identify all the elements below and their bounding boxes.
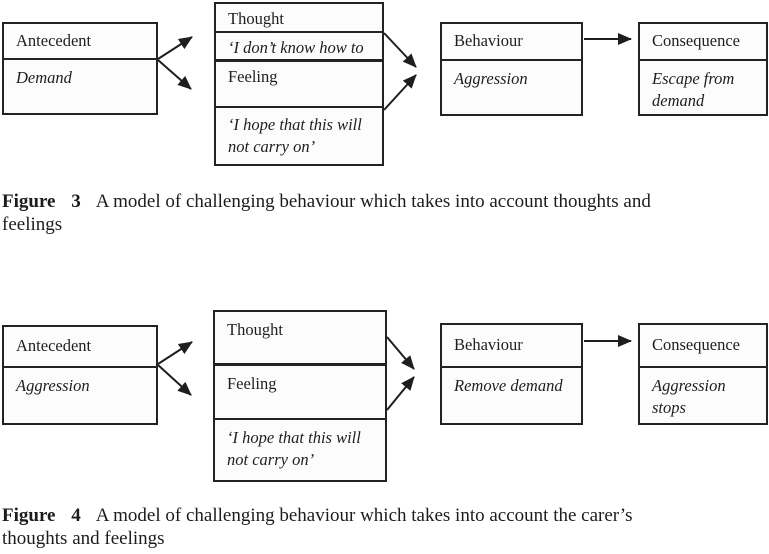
- fig4-caption-label: Figure 4: [2, 505, 81, 526]
- fig3-feeling-label: Feeling: [216, 62, 382, 108]
- fig4-antecedent-box: Antecedent Aggression: [2, 325, 158, 425]
- fig4-thought-feeling-box: Thought Feeling ‘I hope that this will n…: [213, 310, 387, 482]
- fig3-antecedent-value: Demand: [16, 68, 72, 87]
- fig4-caption: Figure 4 A model of challenging behaviour…: [2, 504, 768, 550]
- fig3-consequence-value: Escape from demand: [652, 69, 735, 110]
- fig3-behaviour-box: Behaviour Aggression: [440, 22, 583, 116]
- fig4-behaviour-box: Behaviour Remove demand: [440, 323, 583, 425]
- fig4-caption-line1: A model of challenging behaviour which t…: [95, 505, 633, 526]
- fig3-arrow-feeling-to-behaviour: [383, 74, 417, 111]
- fig3-arrow-antecedent-to-feeling: [157, 59, 192, 90]
- fig4-arrow-antecedent-to-feeling: [157, 364, 192, 396]
- fig4-consequence-header: Consequence: [640, 325, 766, 368]
- fig4-thought-label: Thought: [215, 312, 385, 366]
- fig4-behaviour-value: Remove demand: [454, 376, 563, 395]
- fig3-caption-label: Figure 3: [2, 191, 81, 212]
- fig3-caption-line2: feelings: [2, 214, 63, 235]
- fig3-feeling-quote: ‘I hope that this will not carry on’: [228, 115, 362, 156]
- fig3-caption: Figure 3 A model of challenging behaviour…: [2, 190, 768, 236]
- fig3-caption-line1: A model of challenging behaviour which t…: [95, 191, 651, 212]
- fig3-consequence-box: Consequence Escape from demand: [638, 22, 768, 116]
- fig4-consequence-box: Consequence Aggression stops: [638, 323, 768, 425]
- fig4-consequence-value: Aggression stops: [652, 376, 726, 417]
- fig4-feeling-label: Feeling: [215, 366, 385, 420]
- fig4-behaviour-header: Behaviour: [442, 325, 581, 368]
- fig4-caption-line2: thoughts and feelings: [2, 528, 165, 549]
- fig3-consequence-header: Consequence: [640, 24, 766, 61]
- fig3-thought-quote: ‘I don’t know how to: [216, 33, 382, 62]
- fig4-feeling-quote: ‘I hope that this will not carry on’: [227, 428, 361, 469]
- fig3-thought-feeling-box: Thought ‘I don’t know how to Feeling ‘I …: [214, 2, 384, 166]
- fig4-antecedent-value: Aggression: [16, 376, 90, 395]
- fig3-antecedent-box: Antecedent Demand: [2, 22, 158, 115]
- fig3-arrow-thought-to-behaviour: [383, 32, 417, 68]
- fig4-antecedent-header: Antecedent: [4, 327, 156, 368]
- fig4-arrow-thought-to-behaviour: [386, 336, 415, 370]
- fig3-behaviour-value: Aggression: [454, 69, 528, 88]
- fig3-thought-label: Thought: [216, 4, 382, 33]
- fig3-arrow-antecedent-to-thought: [157, 36, 193, 60]
- fig4-arrow-feeling-to-behaviour: [386, 376, 415, 411]
- fig4-arrow-antecedent-to-thought: [157, 341, 193, 365]
- fig3-antecedent-header: Antecedent: [4, 24, 156, 60]
- fig3-behaviour-header: Behaviour: [442, 24, 581, 61]
